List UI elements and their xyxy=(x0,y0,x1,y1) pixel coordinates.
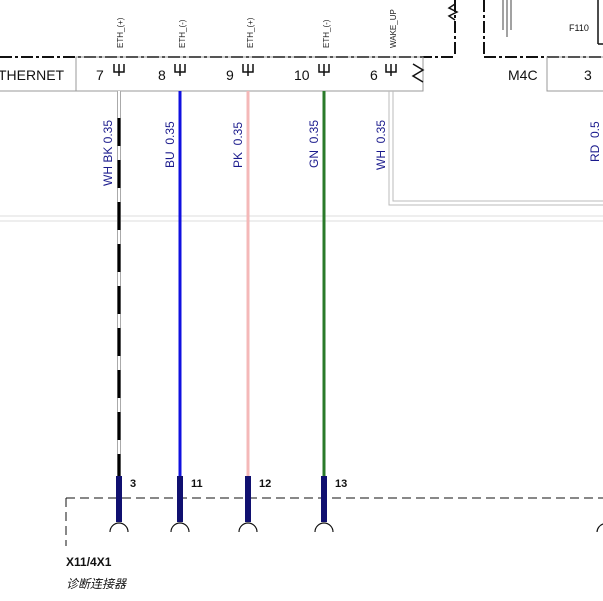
terminal-number: 11 xyxy=(191,478,203,490)
module-name: THERNET xyxy=(0,67,65,83)
wire-label: PK 0.35 xyxy=(231,122,245,168)
signal-label: ETH_(-) xyxy=(322,19,331,48)
right-module-name: M4C xyxy=(508,67,538,83)
pin-receptacles xyxy=(113,63,425,83)
wire-wh xyxy=(388,91,603,206)
wire-label: WH 0.35 xyxy=(374,120,388,170)
signal-label: ETH_(+) xyxy=(246,17,255,48)
wire-label: BU 0.35 xyxy=(163,121,177,168)
signal-label: ETH_(+) xyxy=(116,17,125,48)
connector-description: 诊断连接器 xyxy=(66,577,127,591)
pin-number: 8 xyxy=(158,67,166,83)
terminal-blocks xyxy=(116,476,327,522)
fuse-label: F110 xyxy=(569,23,589,33)
terminal-number: 13 xyxy=(335,478,347,490)
module-boundary xyxy=(0,0,603,58)
terminal-number: 3 xyxy=(130,478,136,490)
diagnostic-connector-boundary xyxy=(65,497,603,546)
wire-label: WH BK 0.35 xyxy=(101,120,115,186)
fuse-symbol xyxy=(502,0,603,45)
wire-label: GN 0.35 xyxy=(307,120,321,168)
pin-number: 9 xyxy=(226,67,234,83)
right-module-pin: 3 xyxy=(584,67,592,83)
terminal-number: 12 xyxy=(259,478,271,490)
signal-label: WAKE_UP xyxy=(389,9,398,48)
pin-number: 10 xyxy=(294,67,310,83)
pin-number: 6 xyxy=(370,67,378,83)
pin-number: 7 xyxy=(96,67,104,83)
signal-label: ETH_(-) xyxy=(178,19,187,48)
connector-id: X11/4X1 xyxy=(66,555,112,569)
socket-symbols xyxy=(109,522,603,533)
wire-label: RD 0.5 xyxy=(588,121,602,162)
